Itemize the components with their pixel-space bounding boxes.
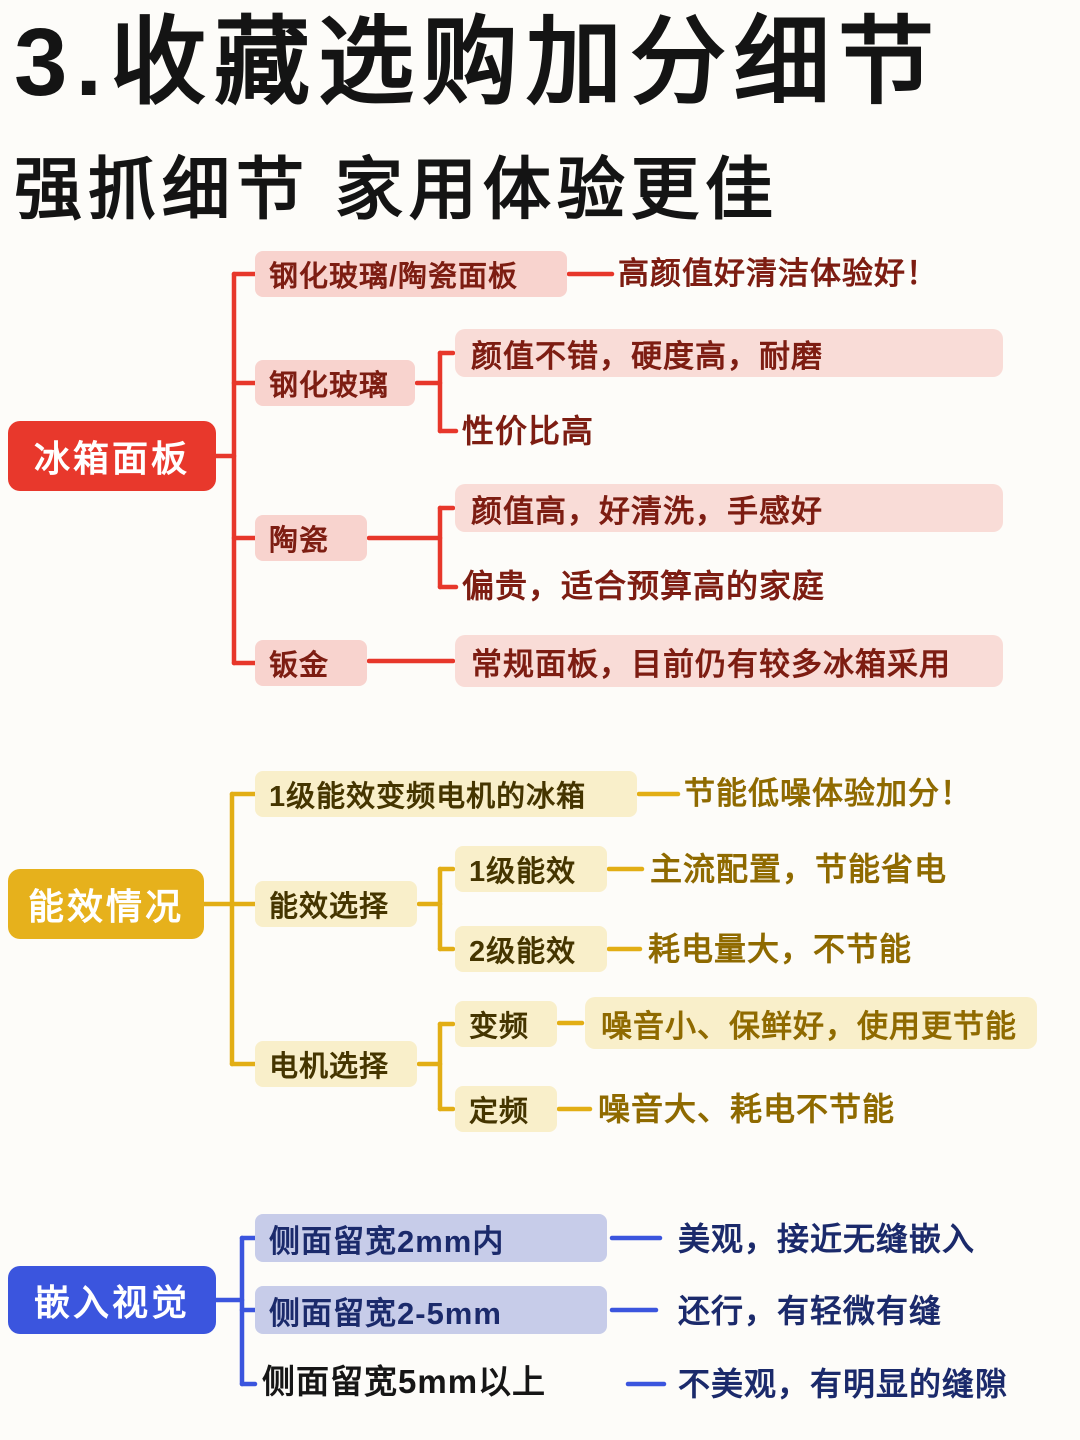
leaf-expensive-high-budget: 偏贵，适合预算高的家庭 — [462, 568, 826, 604]
branch-side-gap-over-5mm: 侧面留宽5mm以上 — [262, 1363, 547, 1400]
branch-side-gap-2-5mm: 侧面留宽2-5mm — [255, 1286, 607, 1334]
embed-visual-root: 嵌入视觉 — [8, 1266, 216, 1334]
leaf-regular-panel-common: 常规面板，目前仍有较多冰箱采用 — [455, 635, 1003, 687]
branch-motor-choice: 电机选择 — [255, 1041, 417, 1087]
branch-level1-inverter-fridge: 1级能效变频电机的冰箱 — [255, 771, 637, 817]
page-title: 3.收藏选购加分细节 — [14, 9, 943, 116]
branch-tempered-glass: 钢化玻璃 — [255, 360, 415, 406]
leaf-cost-effective: 性价比高 — [462, 413, 595, 449]
branch-sheet-metal: 钣金 — [255, 640, 367, 686]
branch-energy-efficiency-choice: 能效选择 — [255, 881, 417, 927]
leaf-good-looks-easy-wash: 颜值高，好清洗，手感好 — [455, 484, 1003, 532]
sub-branch-fixed-frequency: 定频 — [455, 1086, 557, 1132]
leaf-ok-slight-gap: 还行，有轻微有缝 — [678, 1293, 943, 1329]
leaf-mainstream-energy-saving: 主流配置，节能省电 — [650, 851, 948, 887]
branch-ceramic: 陶瓷 — [255, 515, 367, 561]
leaf-good-looks-hard-wearproof: 颜值不错，硬度高，耐磨 — [455, 329, 1003, 377]
fridge-panel-root: 冰箱面板 — [8, 421, 216, 491]
sub-branch-inverter: 变频 — [455, 1001, 557, 1047]
energy-root: 能效情况 — [8, 869, 204, 939]
leaf-high-value-easy-clean: 高颜值好清洁体验好！ — [618, 256, 938, 291]
leaf-beautiful-seamless: 美观，接近无缝嵌入 — [678, 1221, 976, 1257]
branch-side-gap-within-2mm: 侧面留宽2mm内 — [255, 1214, 607, 1262]
leaf-energy-saving-low-noise-bonus: 节能低噪体验加分！ — [684, 776, 972, 811]
sub-branch-level2: 2级能效 — [455, 926, 607, 972]
leaf-low-noise-fresh-saving: 噪音小、保鲜好，使用更节能 — [585, 997, 1037, 1049]
page-subtitle: 强抓细节 家用体验更佳 — [14, 152, 779, 228]
leaf-loud-power-hungry: 噪音大、耗电不节能 — [598, 1091, 896, 1127]
leaf-ugly-obvious-gap: 不美观，有明显的缝隙 — [678, 1366, 1009, 1402]
sub-branch-level1: 1级能效 — [455, 846, 607, 892]
branch-tempered-glass-ceramic-panel: 钢化玻璃/陶瓷面板 — [255, 251, 567, 297]
leaf-high-power-consumption: 耗电量大，不节能 — [648, 931, 913, 967]
